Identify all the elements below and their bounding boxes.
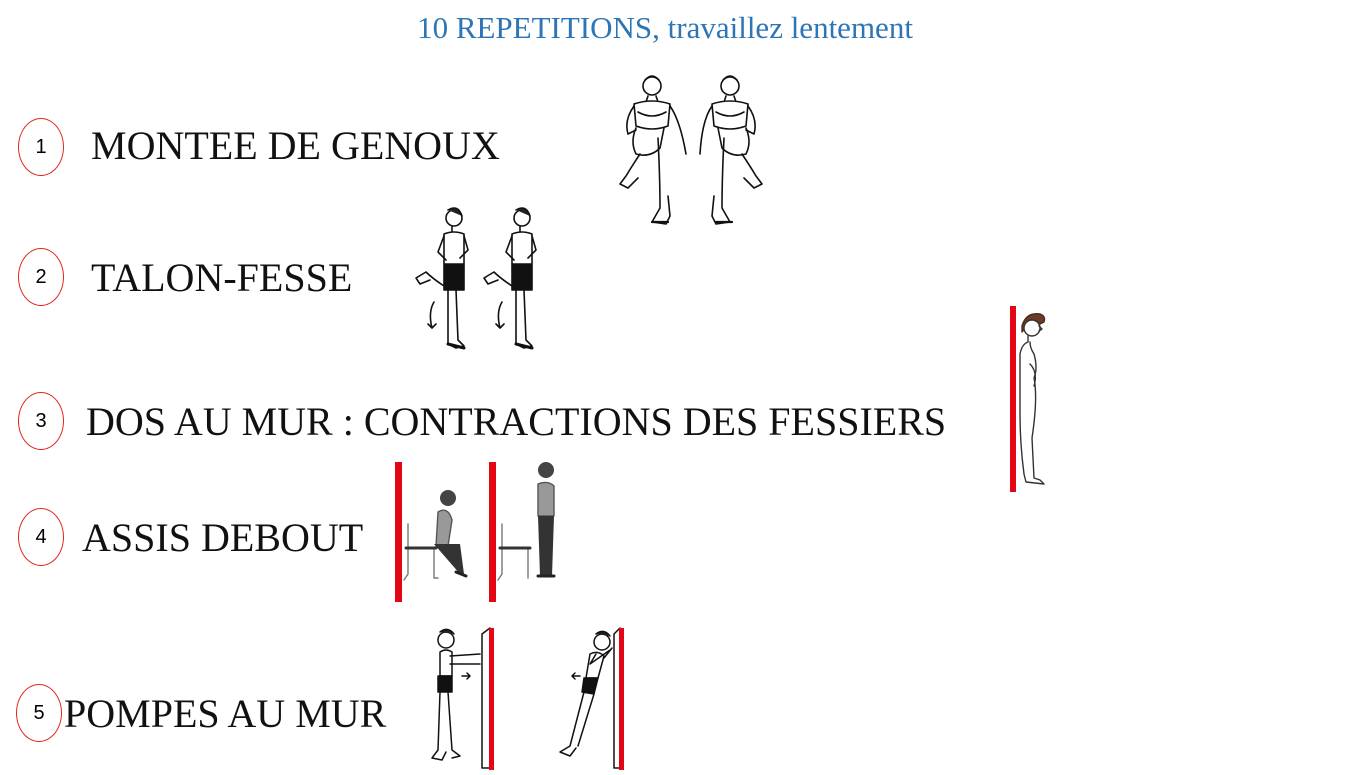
page-title: 10 REPETITIONS, travaillez lentement xyxy=(417,10,913,45)
exercise-label-2: TALON-FESSE xyxy=(91,255,353,300)
exercise-number-4: 4 xyxy=(18,508,64,566)
exercise-label-4: ASSIS DEBOUT xyxy=(82,515,364,560)
sit-stand-illustration xyxy=(394,460,574,604)
wall-standing-illustration xyxy=(1008,304,1054,494)
knee-raise-illustration xyxy=(612,72,768,230)
heel-kick-illustration xyxy=(412,206,544,354)
exercise-number-5: 5 xyxy=(16,684,62,742)
exercise-label-5: POMPES AU MUR xyxy=(64,691,387,736)
exercise-number-1: 1 xyxy=(18,118,64,176)
exercise-number-2: 2 xyxy=(18,248,64,306)
wall-pushup-illustration xyxy=(428,626,632,772)
exercise-label-3: DOS AU MUR : CONTRACTIONS DES FESSIERS xyxy=(86,399,947,444)
exercise-number-3: 3 xyxy=(18,392,64,450)
exercise-label-1: MONTEE DE GENOUX xyxy=(91,123,500,168)
